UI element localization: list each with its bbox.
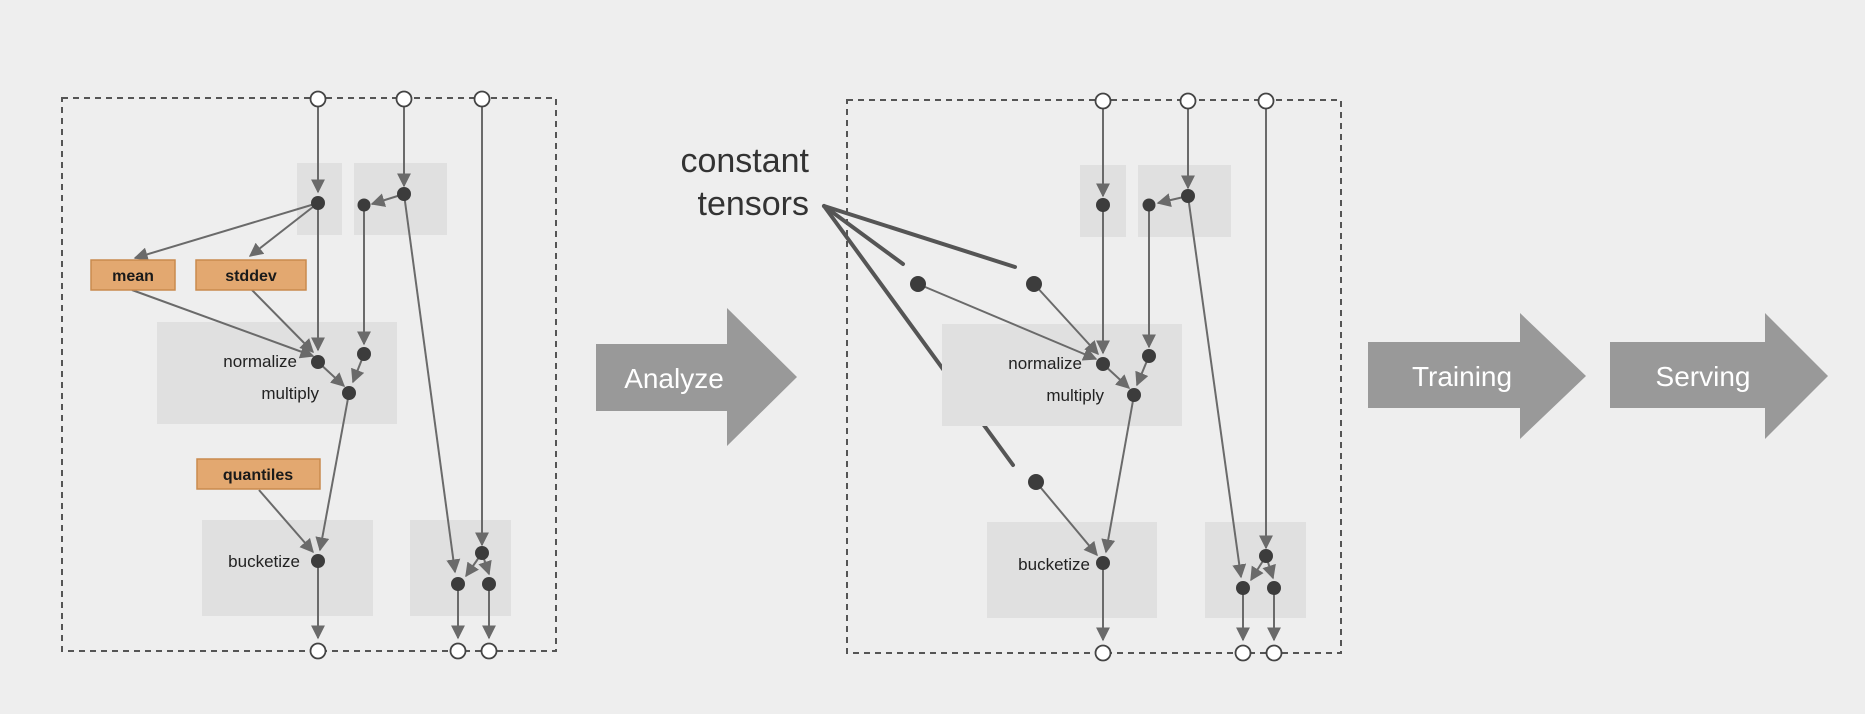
right-multiply-label: multiply (1046, 386, 1104, 405)
right-panel-normalize (942, 324, 1182, 426)
left-node-n7 (451, 577, 465, 591)
right-node-n6 (1259, 549, 1273, 563)
right-edge-n2-n7 (1187, 195, 1247, 579)
left-edge-n1-mean (133, 202, 319, 262)
left-node-n6 (475, 546, 489, 560)
left-node-n4 (357, 347, 371, 361)
left-output-node-2 (449, 642, 467, 660)
left-op-nodes (311, 187, 496, 591)
right-panel-bucketize (987, 522, 1157, 618)
constant-tensor-node-3 (1028, 474, 1044, 490)
left-node-n1 (311, 196, 325, 210)
left-edge-n2-n7 (403, 193, 461, 574)
right-edge-const1-normalize (917, 283, 1098, 361)
callout-line-to-const-2 (822, 204, 1017, 269)
left-panel-bucketize (202, 520, 373, 616)
callout-line-2: tensors (698, 185, 810, 223)
left-node-n2 (397, 187, 411, 201)
right-node-n4 (1142, 349, 1156, 363)
op-quantiles-label: quantiles (223, 467, 293, 484)
analyze-label: Analyze (624, 363, 724, 394)
left-edge-n1-stddev (248, 202, 319, 257)
right-graph: normalize multiply bucketize (846, 92, 1342, 662)
right-normalize-label: normalize (1008, 354, 1082, 373)
right-node-normalize (1096, 357, 1110, 371)
right-node-bucketize (1096, 556, 1110, 570)
left-edges (131, 107, 496, 640)
constant-tensor-node-1 (910, 276, 926, 292)
left-input-node-1 (309, 90, 327, 108)
left-panel-normalize (157, 322, 397, 424)
right-edges (917, 109, 1281, 642)
left-edge-mean-normalize (131, 289, 315, 359)
right-node-n3 (1142, 198, 1156, 212)
callout-line-1: constant (680, 142, 809, 180)
serving-label: Serving (1656, 361, 1751, 392)
left-op-mean: mean (90, 259, 176, 291)
right-node-n8 (1267, 581, 1281, 595)
right-output-node-2 (1234, 644, 1252, 662)
right-edge-multiply-bucketize (1101, 394, 1135, 554)
training-label: Training (1412, 361, 1512, 392)
left-graph: mean stddev quantiles normalize multiply… (61, 90, 557, 660)
left-node-multiply (342, 386, 356, 400)
right-op-nodes (910, 189, 1281, 595)
right-node-n1 (1096, 198, 1110, 212)
left-input-node-2 (395, 90, 413, 108)
left-node-n3 (357, 198, 371, 212)
left-panel-bottom-right (410, 520, 511, 616)
left-output-node-3 (480, 642, 498, 660)
right-node-n7 (1236, 581, 1250, 595)
right-input-node-2 (1179, 92, 1197, 110)
left-multiply-label: multiply (261, 384, 319, 403)
left-input-node-3 (473, 90, 491, 108)
callout-line-to-const-1 (822, 204, 905, 266)
right-input-node-3 (1257, 92, 1275, 110)
right-node-n2 (1181, 189, 1195, 203)
left-edge-stddev-normalize (251, 289, 314, 353)
left-node-n8 (482, 577, 496, 591)
left-node-bucketize (311, 554, 325, 568)
left-normalize-label: normalize (223, 352, 297, 371)
left-edge-multiply-bucketize (315, 392, 350, 552)
analyze-arrow: Analyze (596, 308, 797, 446)
left-bucketize-label: bucketize (228, 552, 300, 571)
right-graph-boundary (846, 99, 1342, 654)
serving-arrow: Serving (1610, 313, 1828, 439)
left-edge-quantiles-bucketize (258, 489, 314, 554)
constant-tensor-node-2 (1026, 276, 1042, 292)
right-bucketize-label: bucketize (1018, 555, 1090, 574)
right-edge-const2-normalize (1033, 283, 1099, 356)
right-output-node-1 (1094, 644, 1112, 662)
right-input-node-1 (1094, 92, 1112, 110)
right-edge-const3-bucketize (1035, 481, 1098, 557)
left-io-nodes (309, 90, 498, 660)
op-mean-label: mean (112, 268, 154, 285)
right-output-node-3 (1265, 644, 1283, 662)
training-arrow: Training (1368, 313, 1586, 439)
op-stddev-label: stddev (225, 268, 277, 285)
left-op-quantiles: quantiles (196, 458, 321, 490)
left-op-stddev: stddev (195, 259, 307, 291)
left-node-normalize (311, 355, 325, 369)
left-graph-boundary (61, 97, 557, 652)
left-output-node-1 (309, 642, 327, 660)
right-io-nodes (1094, 92, 1283, 662)
right-panel-bottom-right (1205, 522, 1306, 618)
right-node-multiply (1127, 388, 1141, 402)
